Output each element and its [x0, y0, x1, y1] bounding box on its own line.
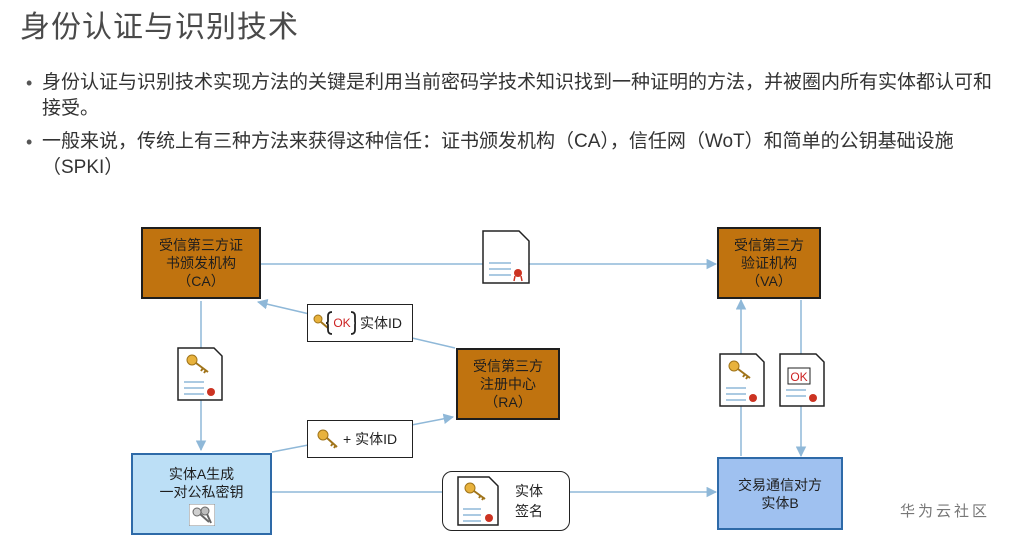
signature-label: 实体 签名	[515, 481, 543, 521]
bullet-text: 一般来说，传统上有三种方法来获得这种信任：证书颁发机构（CA），信任网（WoT）…	[42, 131, 954, 178]
ra-line3: （RA）	[484, 394, 532, 410]
ok-entity-id-tag: OK 实体ID	[307, 304, 413, 342]
ok-certificate-icon: OK	[779, 353, 825, 407]
key-icon	[317, 429, 338, 449]
certificate-document-icon	[482, 230, 530, 284]
entity-b-line2: 实体B	[761, 494, 799, 511]
watermark: 华为云社区	[900, 503, 991, 520]
bullet-item: • 一般来说，传统上有三种方法来获得这种信任：证书颁发机构（CA），信任网（Wo…	[26, 129, 1006, 181]
entity-a-line1: 实体A生成	[168, 466, 235, 482]
bullet-text: 身份认证与识别技术实现方法的关键是利用当前密码学技术知识找到一种证明的方法，并被…	[42, 72, 993, 119]
signed-certificate-icon	[457, 476, 499, 526]
ok-label: OK	[790, 370, 807, 384]
ra-line1: 受信第三方	[473, 358, 543, 374]
va-line2: 验证机构	[741, 255, 797, 271]
ca-line1: 受信第三方证	[159, 237, 243, 253]
page-title: 身份认证与识别技术	[20, 11, 299, 44]
bullet-dot: •	[26, 132, 33, 152]
key-certificate-icon	[719, 353, 765, 407]
entity-b-line1: 交易通信对方	[738, 476, 822, 493]
entity-id-label: 实体ID	[360, 315, 402, 331]
entity-id-label: + 实体ID	[343, 431, 398, 447]
key-certificate-icon	[177, 347, 223, 401]
va-line3: （VA）	[746, 273, 792, 289]
signature-line1: 实体	[515, 483, 543, 499]
bullet-dot: •	[26, 73, 33, 93]
va-line1: 受信第三方	[734, 237, 804, 253]
ca-line3: （CA）	[177, 273, 225, 289]
key-pair-icon	[188, 504, 215, 526]
key-entity-id-tag: + 实体ID	[307, 420, 413, 458]
ra-line2: 注册中心	[480, 376, 536, 392]
bullet-list: • 身份认证与识别技术实现方法的关键是利用当前密码学技术知识找到一种证明的方法，…	[26, 70, 1006, 188]
entity-a-line2: 一对公私密钥	[159, 484, 244, 500]
ok-label: OK	[333, 316, 350, 330]
signature-tag: 实体 签名	[442, 471, 570, 531]
ra-box: 受信第三方 注册中心 （RA）	[456, 348, 560, 420]
key-ok-icon: OK	[313, 311, 356, 335]
entity-b-box: 交易通信对方 实体B	[717, 457, 843, 530]
entity-a-box: 实体A生成 一对公私密钥	[131, 453, 272, 535]
ca-box: 受信第三方证 书颁发机构 （CA）	[141, 227, 261, 299]
signature-line2: 签名	[515, 503, 543, 519]
ca-line2: 书颁发机构	[166, 255, 236, 271]
va-box: 受信第三方 验证机构 （VA）	[717, 227, 821, 299]
bullet-item: • 身份认证与识别技术实现方法的关键是利用当前密码学技术知识找到一种证明的方法，…	[26, 70, 1006, 122]
